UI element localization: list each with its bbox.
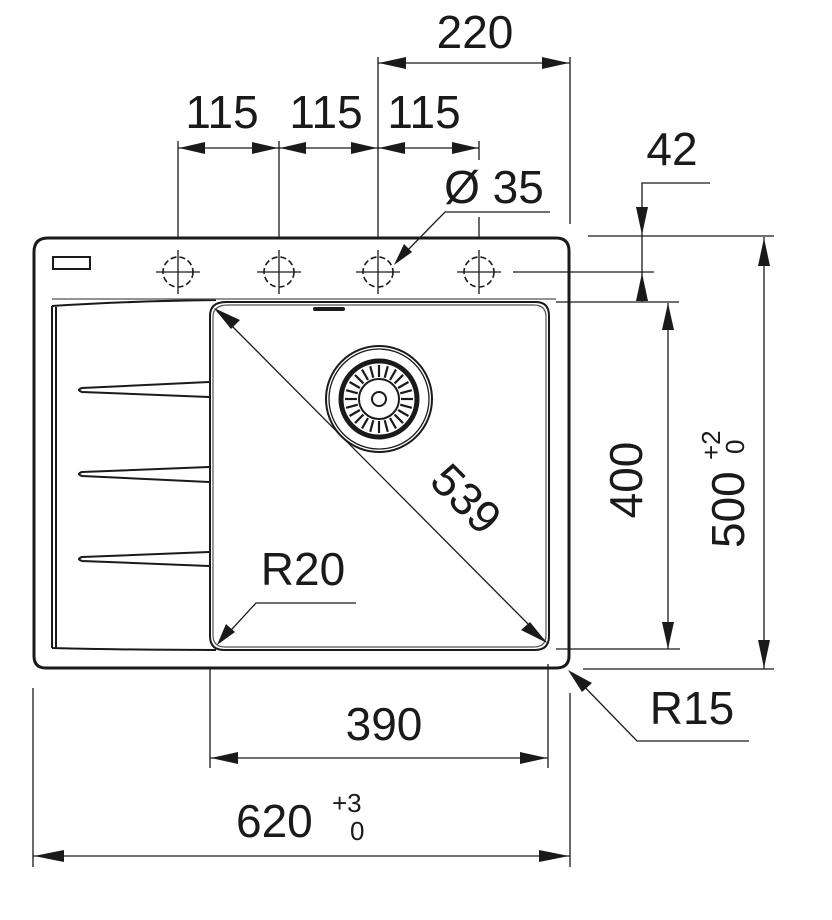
strainer-slot [345,389,359,395]
tap-hole-icon [156,250,200,294]
dim-tap-spacing [177,57,480,238]
svg-text:0: 0 [720,440,750,454]
strainer-slot [397,381,409,389]
dim-400 [556,303,680,650]
strainer-slot [349,381,361,389]
drainer-rib [78,381,210,398]
bowl-rim-inner [212,304,547,648]
tap-hole-icon [356,250,400,294]
dim-42 [513,182,774,303]
strainer-slot [354,374,365,385]
svg-text:500: 500 [702,471,754,548]
dim-label-r15: R15 [650,682,734,734]
dim-label-115-b: 115 [289,86,362,138]
strainer-slot [383,419,389,433]
tap-holes [156,250,501,294]
dim-500 [583,237,774,670]
strainer-slot [369,365,375,379]
strainer-slot [369,419,375,433]
drainer-rib [78,551,210,567]
drainer-rib [78,466,210,483]
strainer-slot [393,413,404,424]
svg-text:620: 620 [236,795,313,847]
strainer-slot [361,417,369,429]
drainer-ribs [78,381,210,567]
dim-label-500: 500 +2 0 [696,430,754,548]
strainer-slot [345,403,359,409]
leader-r15 [568,670,749,742]
dim-220 [378,57,571,224]
dim-390 [209,664,549,768]
dim-label-115-c: 115 [387,86,460,138]
leader-diameter [394,211,550,265]
overflow-slot-icon [313,307,345,311]
strainer-slot [349,409,361,417]
dim-label-r20: R20 [261,543,345,595]
leader-r20 [217,602,356,645]
bowl-outline [209,301,550,651]
dim-label-diameter: Ø 35 [444,161,544,213]
tap-hole-icon [457,250,501,294]
strainer-slot [393,374,404,385]
sink-outer-outline [32,236,571,670]
strainer-slot [389,369,397,381]
strainer-slot [399,403,413,409]
dim-label-115-a: 115 [185,86,258,138]
svg-text:+2: +2 [696,430,726,460]
strainer-slot [397,409,409,417]
drainer-area [51,299,217,651]
dim-label-390: 390 [346,698,423,750]
strainer-slot [399,389,413,395]
tap-hole-icon [257,250,301,294]
waste-strainer-icon [325,345,433,453]
dim-label-42: 42 [646,123,697,175]
svg-text:+3: +3 [332,788,362,818]
logo-plate-icon [52,256,91,270]
strainer-slot [389,417,397,429]
dim-539 [214,308,547,643]
strainer-slot [354,413,365,424]
svg-text:0: 0 [350,816,364,846]
strainer-slot [361,369,369,381]
dim-label-220: 220 [437,6,514,58]
dim-label-400: 400 [600,442,652,519]
dim-label-620: 620 +3 0 [236,788,364,847]
strainer-slot [383,365,389,379]
dim-620 [32,688,571,867]
